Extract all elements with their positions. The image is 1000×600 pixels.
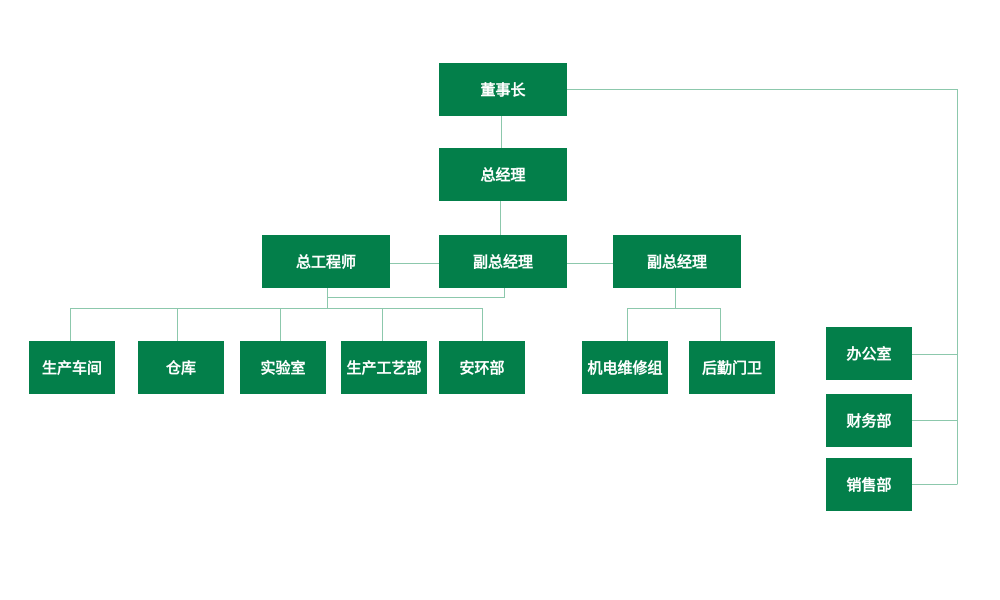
node-deputy-gm-2: 副总经理 [613, 235, 741, 288]
node-warehouse: 仓库 [138, 341, 224, 394]
node-safety-env-dept: 安环部 [439, 341, 525, 394]
node-deputy-gm-1: 副总经理 [439, 235, 567, 288]
node-maintenance-group: 机电维修组 [582, 341, 668, 394]
node-office: 办公室 [826, 327, 912, 380]
node-sales-dept: 销售部 [826, 458, 912, 511]
node-process-dept: 生产工艺部 [341, 341, 427, 394]
node-workshop: 生产车间 [29, 341, 115, 394]
node-chairman: 董事长 [439, 63, 567, 116]
node-chief-engineer: 总工程师 [262, 235, 390, 288]
node-finance-dept: 财务部 [826, 394, 912, 447]
node-general-manager: 总经理 [439, 148, 567, 201]
node-laboratory: 实验室 [240, 341, 326, 394]
node-logistics-guard: 后勤门卫 [689, 341, 775, 394]
